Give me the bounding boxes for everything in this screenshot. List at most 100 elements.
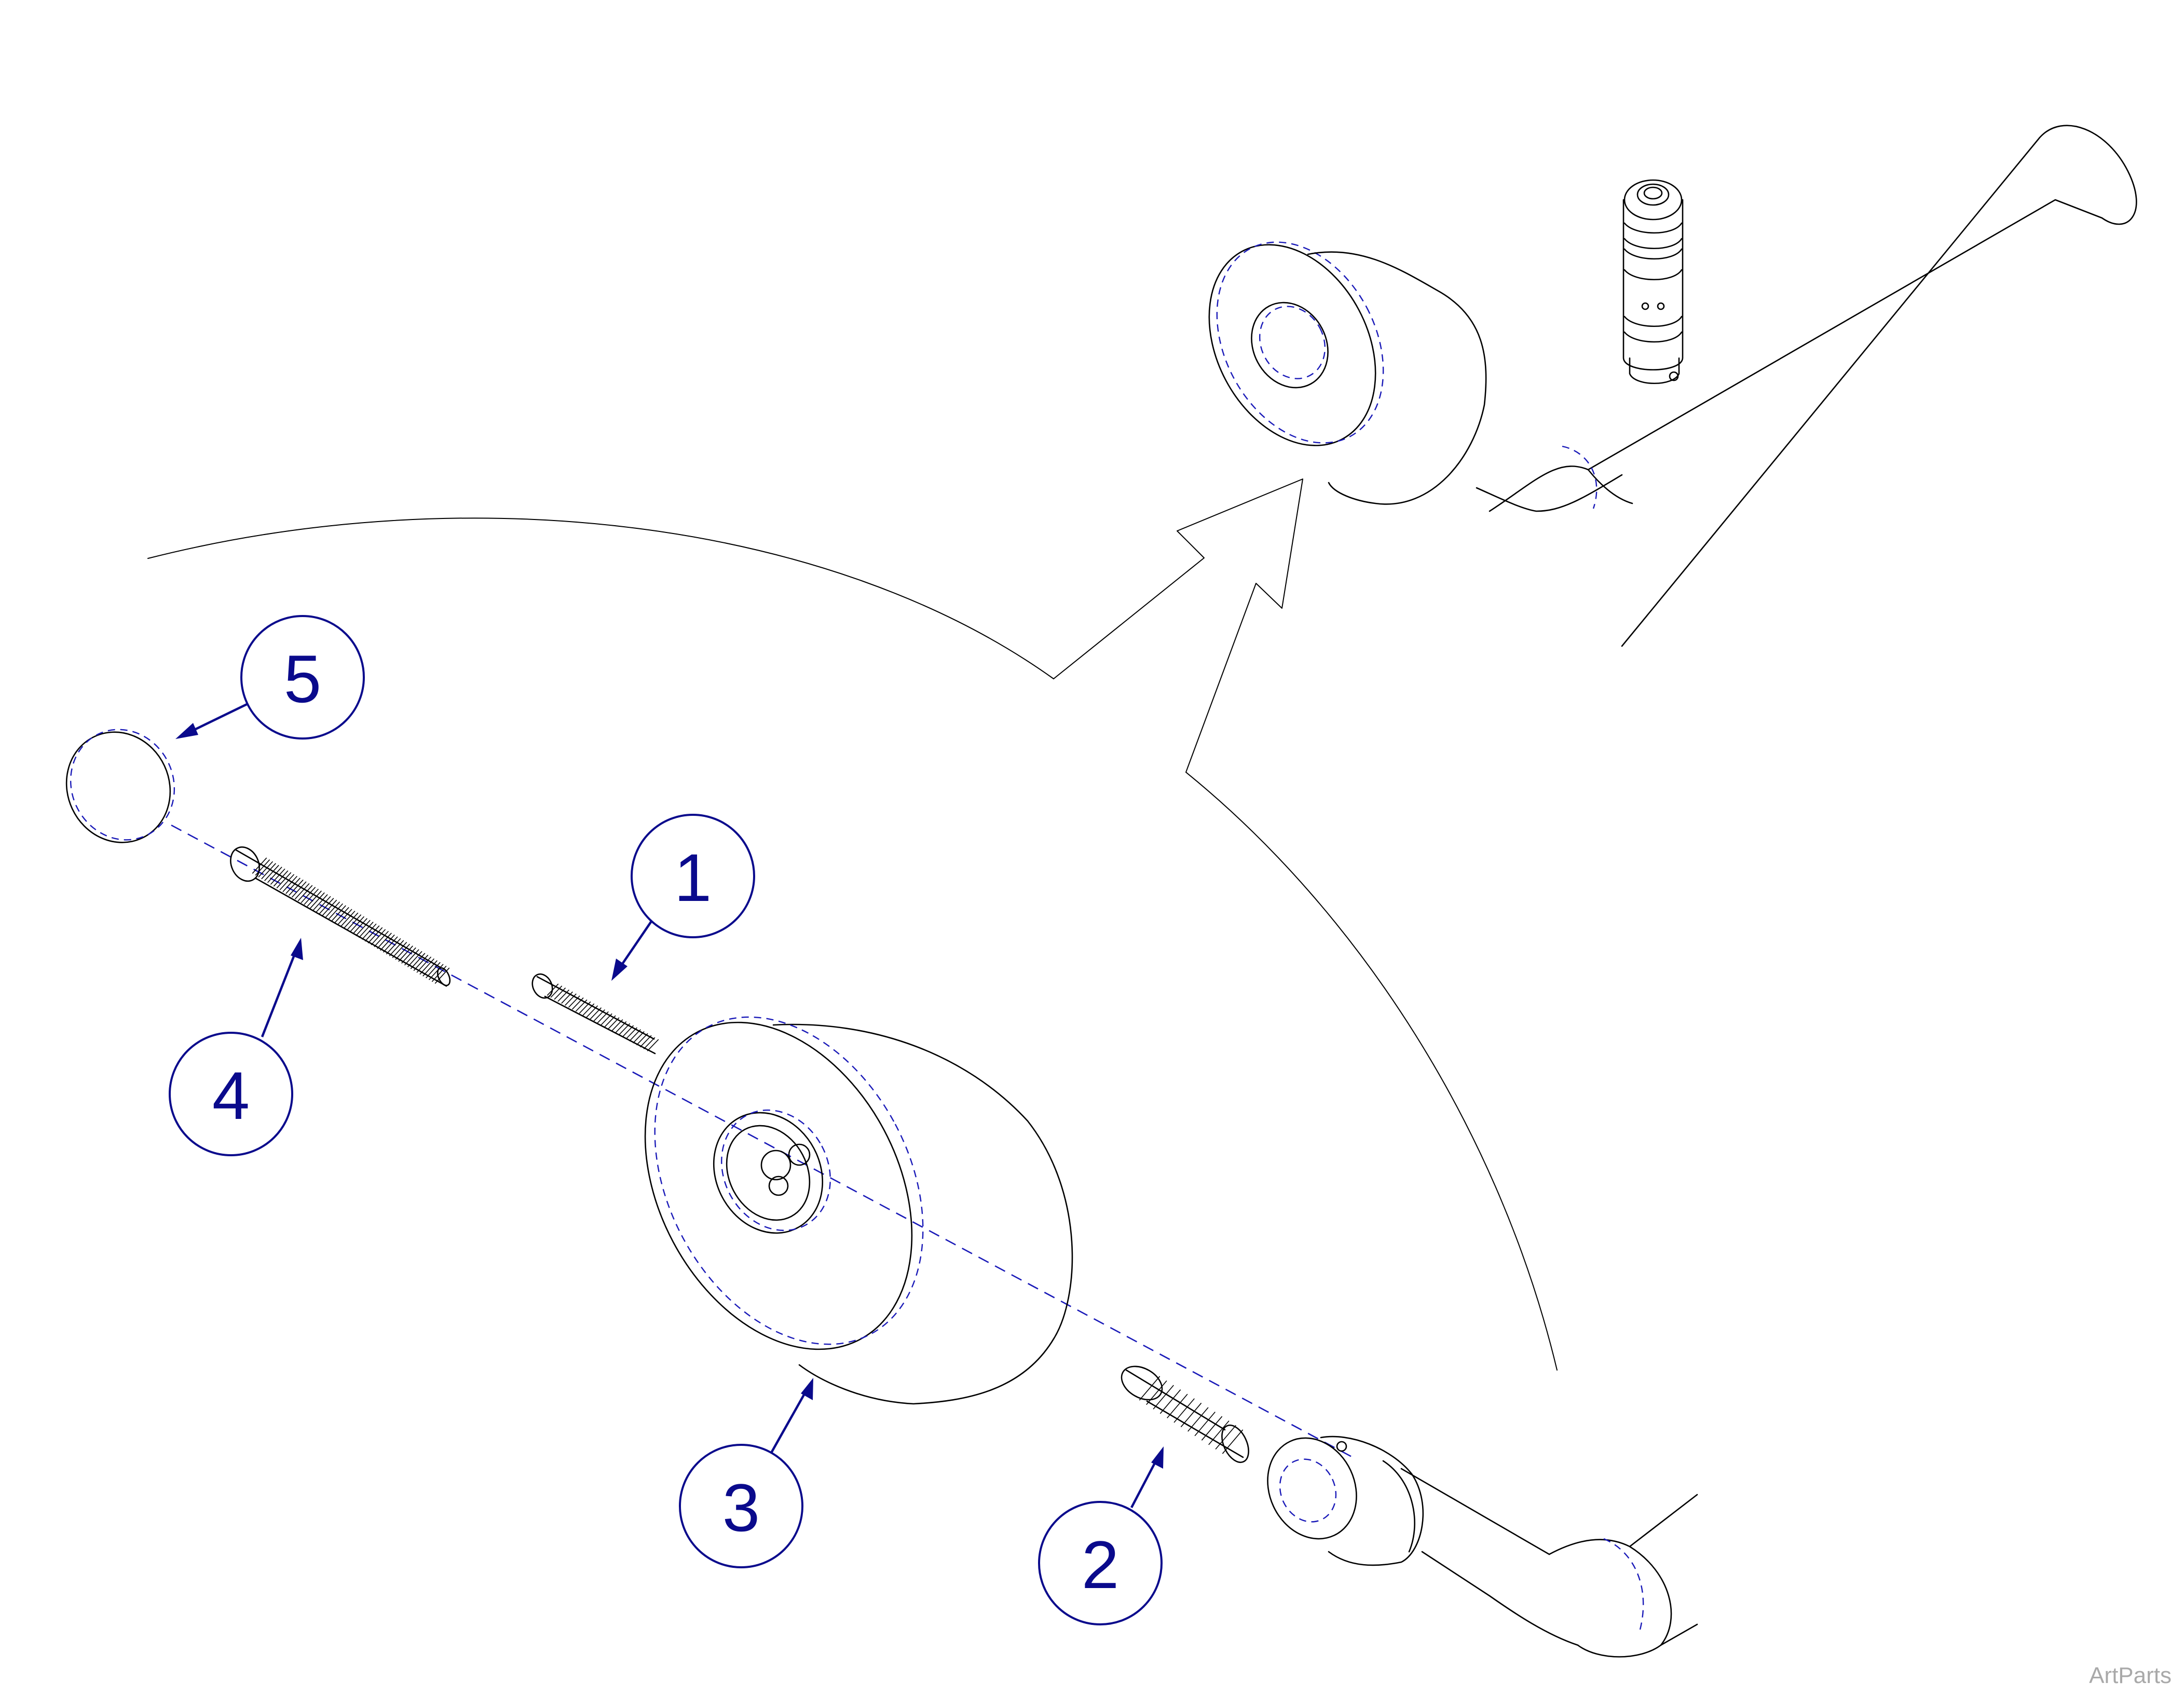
arrowhead-1 [611, 959, 627, 981]
thread4-line [380, 934, 395, 951]
thread4-line [413, 954, 429, 971]
thread4-line [258, 861, 274, 878]
coils2-line [1173, 1398, 1195, 1423]
thread4-line [374, 931, 389, 947]
thread4-line [377, 933, 392, 949]
thread4-line [383, 936, 398, 953]
thread4-line [340, 910, 356, 927]
thread1-line [547, 983, 559, 996]
thread4-line [407, 951, 422, 967]
coils2-line [1139, 1376, 1161, 1401]
thread1-line [579, 1001, 591, 1014]
thread4-line [428, 964, 444, 980]
callout-4-label: 4 [212, 1058, 250, 1133]
thread1-line [554, 987, 566, 1000]
thread4-line [331, 905, 346, 922]
coils2-line [1180, 1402, 1202, 1428]
part-1-short-screw [531, 973, 659, 1055]
coils2-line [1146, 1380, 1167, 1405]
thread4-line [319, 898, 334, 914]
thread1-line [586, 1005, 598, 1018]
callout-2: 2 [1038, 1501, 1163, 1625]
thread4-line [392, 941, 407, 959]
assembled-view [1208, 125, 2137, 647]
callout-1-label: 1 [674, 840, 712, 915]
callout-2-circle [1038, 1501, 1163, 1625]
thread4-line [389, 940, 404, 956]
callout-5: 5 [240, 615, 365, 740]
exploded-view [65, 729, 1698, 1658]
thread1-line [582, 1003, 595, 1016]
thread4-line [294, 883, 310, 900]
callout-3-label: 3 [722, 1470, 760, 1545]
thread4-line [325, 901, 340, 918]
thread4-line [364, 925, 380, 942]
thread4-line [356, 920, 371, 936]
thread4-line [416, 956, 432, 973]
thread4-line [352, 918, 367, 935]
coils2-line [1167, 1393, 1188, 1418]
coils2-line [1159, 1389, 1181, 1414]
thread4-line [349, 916, 365, 933]
thread4-line [422, 960, 438, 977]
thread1-line [636, 1033, 648, 1046]
watermark-text: ArtParts [2089, 1663, 2172, 1688]
thread4-line [371, 929, 386, 946]
thread1-line [593, 1009, 605, 1022]
thread4-line [410, 953, 426, 969]
leader-3 [767, 1384, 811, 1459]
thread4-line [328, 903, 344, 920]
thread4-line [434, 967, 450, 984]
thread1-line [633, 1031, 645, 1044]
thread4-line [361, 923, 377, 940]
thread4-line [346, 914, 362, 931]
thread4-line [322, 899, 337, 916]
thread4-line [264, 865, 279, 881]
coils2-line [1153, 1385, 1174, 1410]
arrowhead-2 [1151, 1446, 1164, 1469]
thread4-line [289, 879, 304, 896]
thread1-line [611, 1019, 623, 1032]
thread4-line [276, 872, 292, 888]
thread1-line [643, 1037, 656, 1049]
callout-2-label: 2 [1082, 1527, 1119, 1603]
thread4-line [316, 896, 331, 912]
thread1-line [639, 1035, 652, 1048]
thread1-line [622, 1025, 634, 1037]
coils2-line [1215, 1425, 1236, 1449]
thread4-line [252, 857, 267, 874]
thread4-line [291, 881, 307, 898]
thread4-line [312, 894, 328, 911]
thread1-line [618, 1023, 631, 1036]
assembly-axis-line [171, 824, 1355, 1459]
part-4-long-screw [230, 846, 451, 987]
thread4-line [310, 892, 325, 909]
thread4-line [297, 885, 313, 901]
thread4-line [270, 868, 285, 885]
thread4-line [386, 938, 401, 955]
thread4-line [358, 922, 374, 938]
callout-3: 3 [679, 1444, 803, 1568]
thread4-line [367, 927, 383, 943]
thread4-line [395, 943, 411, 960]
thread4-line [304, 888, 319, 905]
thread1-line [571, 997, 584, 1010]
thread4-line [398, 945, 413, 962]
coils2-line [1187, 1407, 1209, 1432]
thread4-line [307, 890, 322, 907]
thread1-line [647, 1039, 659, 1051]
part-3-knob-body [644, 1016, 1073, 1405]
thread1-line [565, 993, 577, 1006]
thread4-line [267, 867, 282, 883]
callout-5-circle [240, 615, 365, 740]
thread4-line [273, 870, 289, 887]
thread1-line [625, 1027, 637, 1040]
thread1-line [604, 1015, 616, 1028]
detail-reference-arrow [147, 478, 1558, 1371]
thread1-line [629, 1029, 641, 1042]
thread1-line [600, 1013, 612, 1026]
thread1-line [550, 986, 563, 998]
arrowhead-5 [175, 723, 198, 739]
thread4-line [337, 909, 352, 925]
